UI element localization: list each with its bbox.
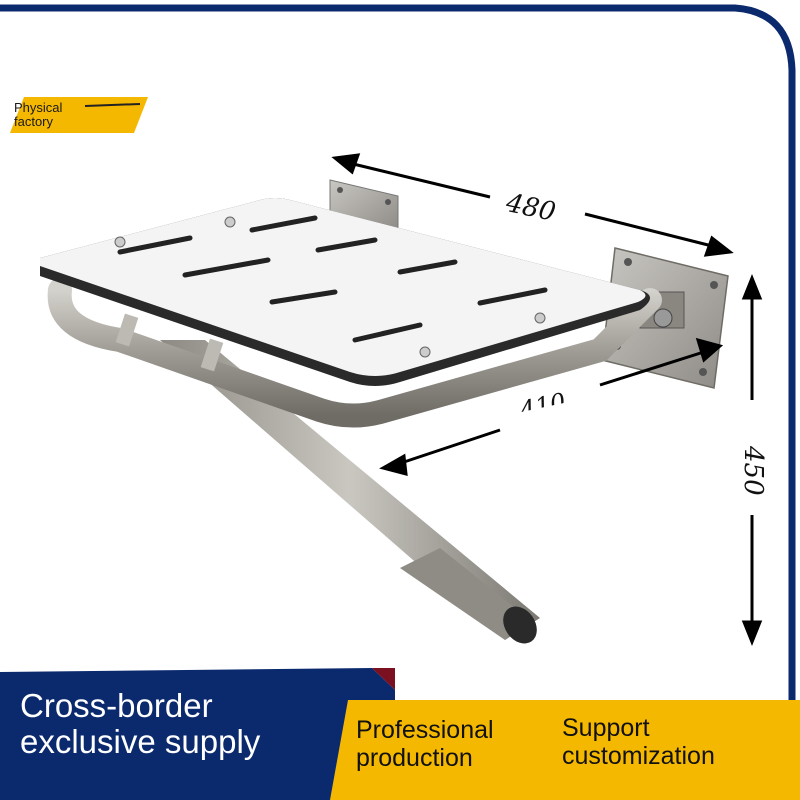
dimension-arrows bbox=[331, 153, 763, 647]
bottom-banner bbox=[0, 668, 800, 800]
banner-professional: Professional production bbox=[356, 716, 494, 772]
badge-label: Physical factory bbox=[14, 100, 63, 129]
support-leg bbox=[160, 340, 540, 644]
badge-shape bbox=[10, 97, 148, 133]
banner-customization: Support customization bbox=[562, 714, 715, 770]
seat-board bbox=[40, 198, 650, 386]
tube-frame bbox=[47, 278, 662, 428]
height-dimension: 450 bbox=[738, 446, 768, 496]
banner-cross-border: Cross-border exclusive supply bbox=[20, 687, 261, 760]
